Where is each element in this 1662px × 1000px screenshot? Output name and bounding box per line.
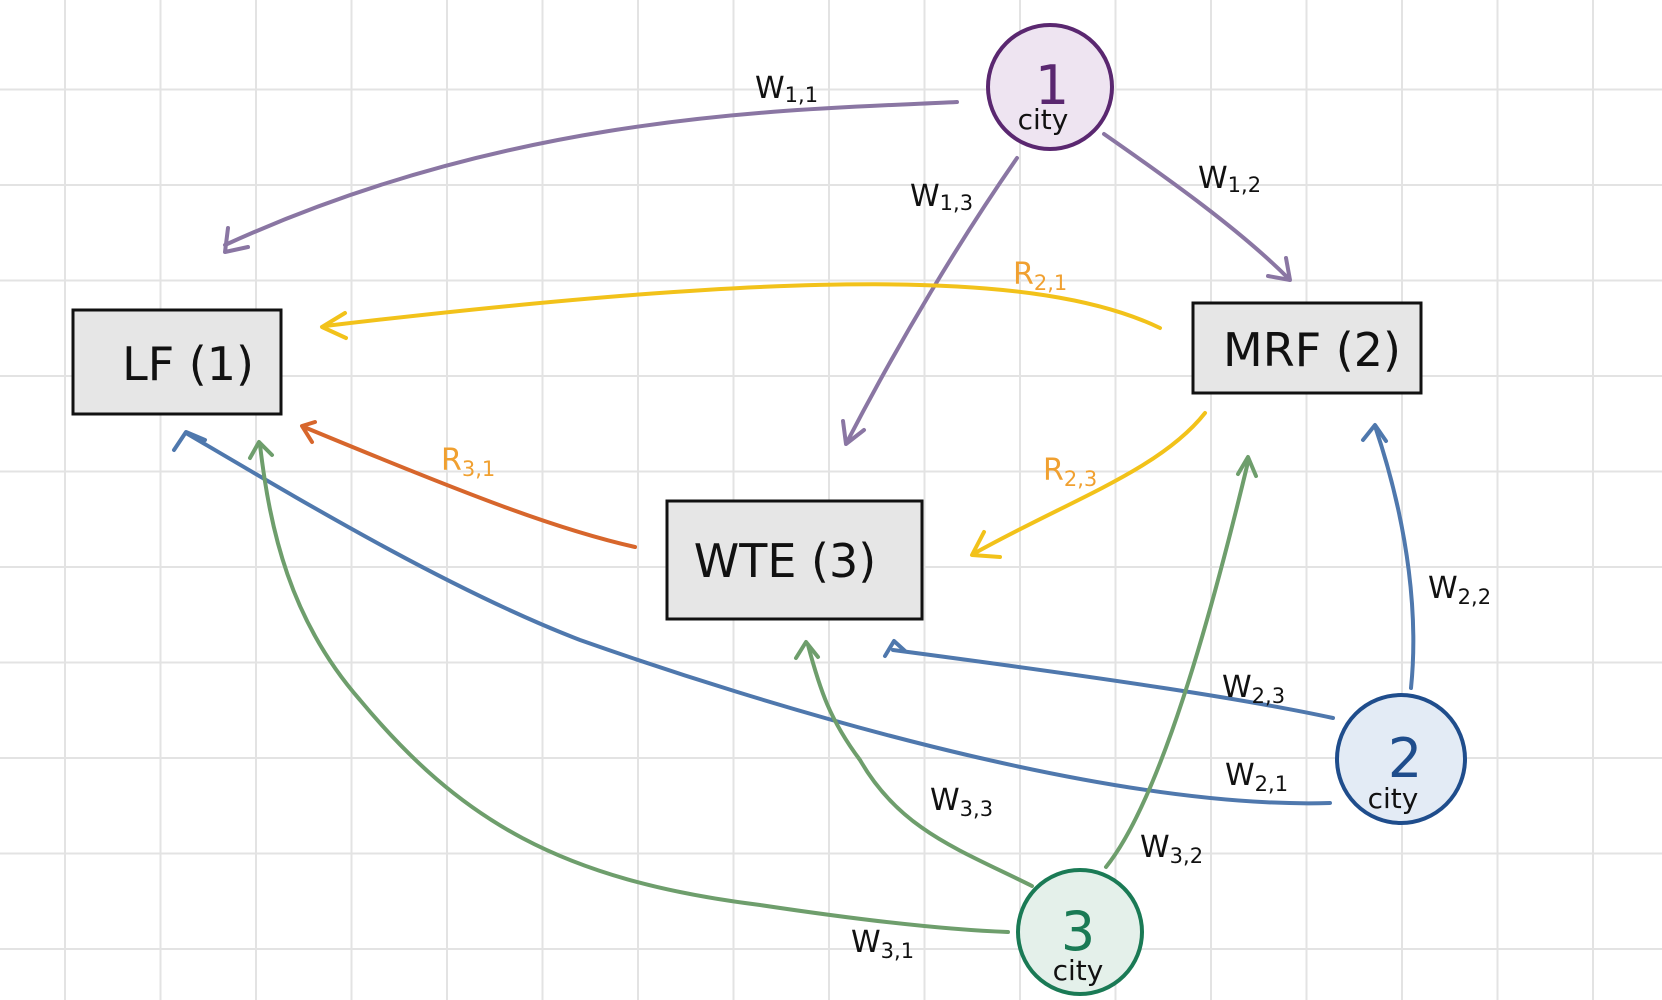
- facility-mrf-label: MRF (2): [1223, 323, 1401, 377]
- facility-mrf: MRF (2): [1191, 301, 1423, 395]
- arrow-w21: [172, 430, 1332, 806]
- city-2-number: 2: [1388, 727, 1422, 790]
- city-2-circle: [1335, 693, 1467, 825]
- city-2-word: city: [1368, 782, 1419, 815]
- arrow-w33: [794, 640, 1034, 888]
- flow-arrows: [172, 100, 1416, 934]
- label-r31: R3,1: [441, 443, 495, 481]
- arrow-r21: [320, 282, 1162, 340]
- flow-labels: W1,1 W1,2 W1,3 R2,1 R3,1 R2,3 W2,2 W2,3 …: [441, 71, 1491, 963]
- facility-lf: LF (1): [71, 308, 283, 416]
- arrow-w32: [1104, 455, 1258, 869]
- arrow-w23: [883, 639, 1335, 720]
- label-w23: W2,3: [1222, 670, 1285, 708]
- city-1-word: city: [1018, 103, 1069, 136]
- city-2: 2 city: [1335, 693, 1467, 825]
- city-1-circle: [986, 23, 1114, 151]
- facility-wte-label: WTE (3): [694, 534, 876, 588]
- arrow-w11: [223, 100, 959, 254]
- facility-lf-box: [71, 308, 283, 416]
- label-w13: W1,3: [910, 179, 973, 215]
- city-1: 1 city: [986, 23, 1114, 151]
- city-3-circle: [1016, 868, 1144, 996]
- label-w12: W1,2: [1198, 161, 1261, 197]
- label-w33: W3,3: [930, 783, 993, 821]
- facility-wte: WTE (3): [665, 499, 924, 621]
- facility-wte-box: [665, 499, 924, 621]
- label-w22: W2,2: [1428, 571, 1491, 609]
- arrow-w31: [248, 440, 1010, 934]
- arrow-w22: [1361, 423, 1416, 690]
- arrow-r23: [970, 411, 1207, 559]
- arrow-w12: [1102, 132, 1292, 282]
- label-w21: W2,1: [1225, 758, 1288, 796]
- arrow-w13: [841, 156, 1019, 446]
- label-w11: W1,1: [755, 71, 818, 107]
- label-r23: R2,3: [1043, 453, 1097, 491]
- city-3: 3 city: [1016, 868, 1144, 996]
- city-1-number: 1: [1035, 54, 1069, 117]
- arrow-r31: [300, 420, 637, 549]
- facility-mrf-box: [1191, 301, 1423, 395]
- facility-lf-label: LF (1): [122, 337, 254, 391]
- city-3-word: city: [1053, 954, 1104, 987]
- label-w32: W3,2: [1140, 830, 1203, 868]
- label-r21: R2,1: [1013, 257, 1067, 295]
- label-w31: W3,1: [851, 925, 914, 963]
- city-3-number: 3: [1061, 900, 1095, 963]
